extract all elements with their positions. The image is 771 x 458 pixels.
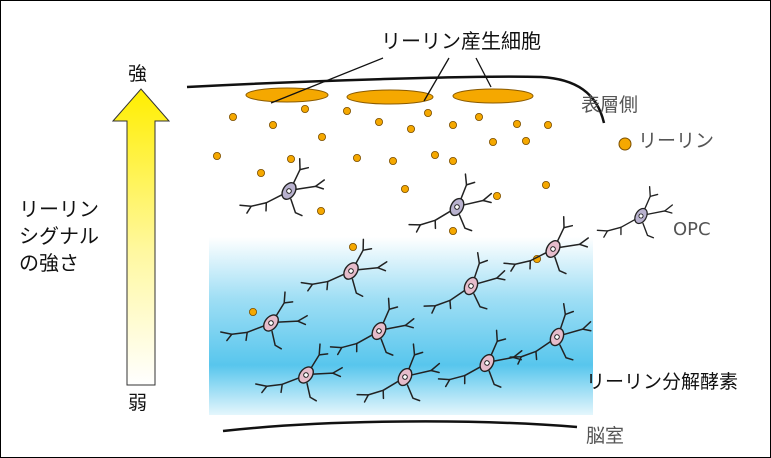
- ventricle-label: 脳室: [586, 425, 625, 447]
- reelin-legend-dot: [618, 137, 632, 151]
- reelin-dot: [542, 180, 551, 189]
- reelin-dot: [388, 156, 397, 165]
- reelin-dot: [352, 153, 361, 162]
- reelin-dot: [423, 109, 432, 118]
- strong-label: 強: [128, 63, 148, 85]
- reelin-dot: [256, 168, 265, 177]
- opc-cell: [220, 291, 308, 350]
- reelin-dot: [316, 206, 325, 215]
- opc-label: OPC: [673, 219, 711, 240]
- reelin-dot: [474, 113, 483, 122]
- opc-cell: [408, 173, 493, 233]
- reelin-dots: [212, 105, 553, 316]
- reelin-dot: [374, 118, 383, 127]
- opc-cell: [329, 297, 415, 356]
- reelin-producing-cell: [346, 89, 434, 105]
- surface-side-label: 表層側: [581, 94, 639, 116]
- reelin-dot: [342, 107, 351, 116]
- opc-cell: [239, 158, 325, 217]
- reelin-dot: [544, 121, 553, 130]
- signal-label-line-3: の強さ: [19, 251, 79, 275]
- opc-cell: [596, 186, 673, 239]
- opc-cell: [509, 302, 592, 365]
- reelin-dot: [286, 154, 295, 163]
- opc-cell: [503, 216, 589, 275]
- signal-strength-arrow: [111, 88, 171, 386]
- reelin-dot: [300, 105, 309, 114]
- reelin-dot: [248, 307, 257, 316]
- reelin-dot: [448, 121, 457, 130]
- reelin-dot: [400, 184, 409, 193]
- producer-callout-lines: [270, 57, 492, 104]
- reelin-producing-cell: [245, 87, 329, 103]
- producer-cells-label: リーリン産生細胞: [381, 29, 541, 53]
- ventricle-line: [222, 420, 578, 433]
- reelin-dot: [448, 226, 457, 235]
- reelin-dot: [522, 136, 531, 145]
- reelin-dot: [488, 137, 497, 146]
- reelin-dot: [513, 120, 522, 129]
- reelin-dot: [430, 150, 439, 159]
- signal-label-line-2: シグナル: [19, 224, 99, 248]
- opc-cell: [356, 343, 441, 403]
- signal-label-line-1: リーリン: [19, 197, 99, 221]
- opc-cell: [255, 343, 343, 402]
- weak-label: 弱: [128, 392, 148, 414]
- surface-line: [186, 75, 606, 124]
- reelin-dot: [448, 156, 457, 165]
- reelin-dot: [317, 132, 326, 141]
- opc-cell: [423, 251, 506, 314]
- reelin-dot: [268, 121, 277, 130]
- opc-cell: [437, 329, 523, 388]
- enzyme-label: リーリン分解酵素: [586, 371, 739, 393]
- reelin-legend-label: リーリン: [638, 130, 715, 152]
- reelin-dot: [492, 191, 501, 200]
- opc-cell: [300, 238, 388, 297]
- signal-strength-label: リーリン シグナル の強さ: [19, 196, 99, 277]
- reelin-dot: [406, 125, 415, 134]
- reelin-dot: [228, 113, 237, 122]
- opc-cells: [220, 158, 673, 403]
- reelin-dot: [348, 242, 357, 251]
- reelin-dot: [212, 151, 221, 160]
- reelin-producing-cell: [452, 88, 534, 104]
